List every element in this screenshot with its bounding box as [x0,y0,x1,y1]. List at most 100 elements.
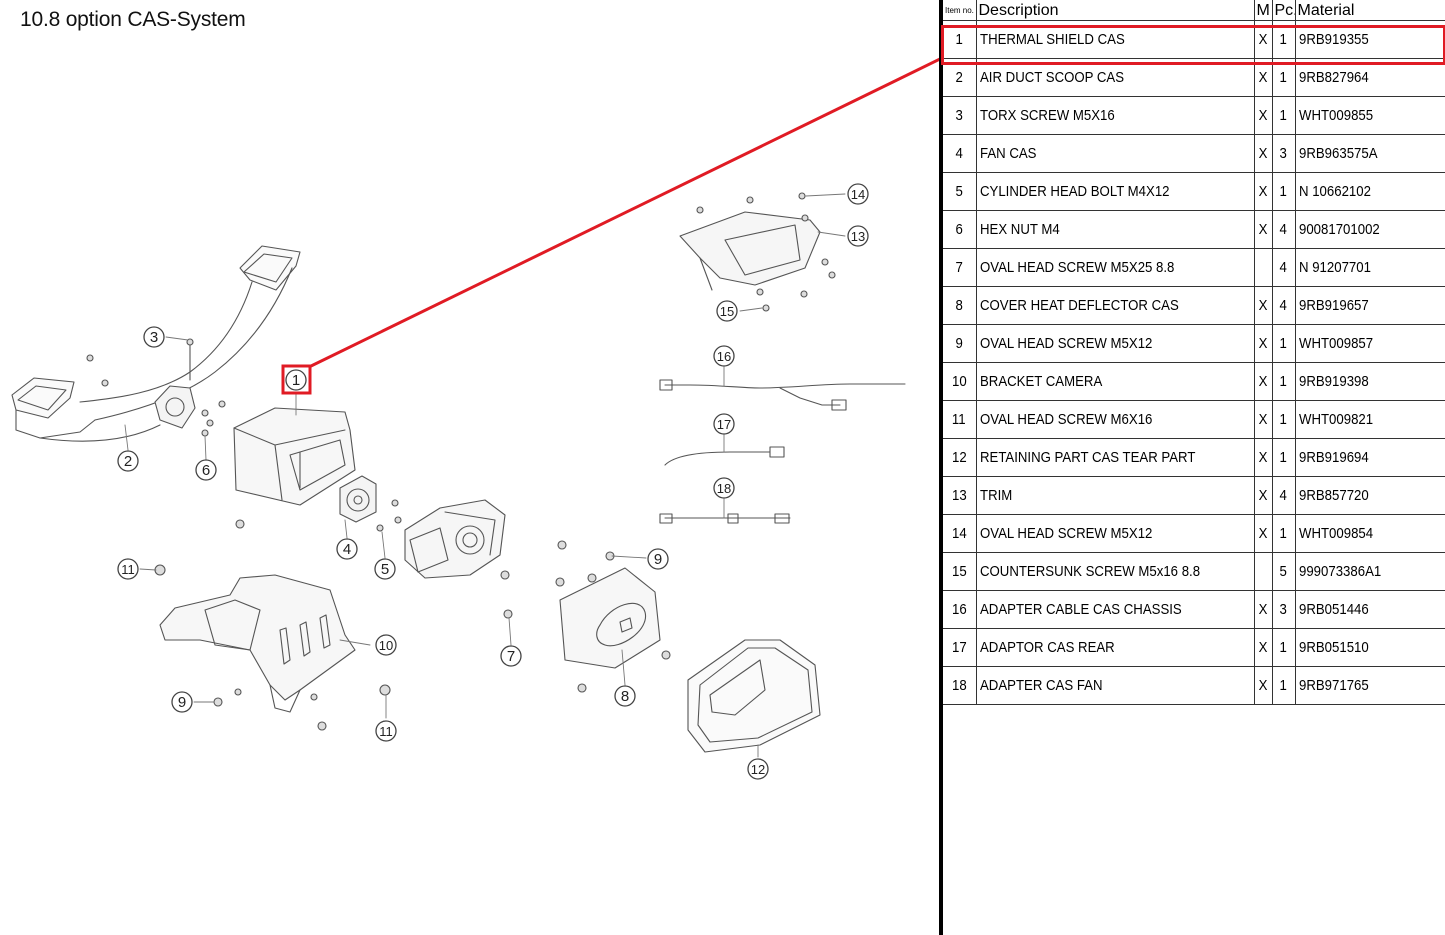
header-item-no: Item no. [943,0,976,21]
heat-deflector-cover-drawing [559,567,661,669]
cell-m: X [1253,514,1272,553]
cell-pc-text: 1 [1279,107,1288,124]
header-description: Description [975,0,1254,21]
svg-text:16: 16 [717,349,731,364]
cell-material: 9RB971765 [1294,666,1445,705]
cell-pc-text: 5 [1279,563,1288,580]
cell-material: 9RB857720 [1294,476,1445,515]
cell-material: 9RB919398 [1294,362,1445,401]
cell-material-text: WHT009855 [1298,107,1373,124]
callout-15: 15 [716,300,738,322]
cell-item-no-text: 6 [955,221,963,238]
header-pc: Pc. [1271,0,1295,21]
cell-material-text: 9RB051446 [1298,601,1369,618]
cell-description: ADAPTOR CAS REAR [975,628,1254,667]
cell-pc: 4 [1271,286,1295,325]
svg-text:12: 12 [751,762,765,777]
panel-divider [939,0,943,935]
cell-material: WHT009821 [1294,400,1445,439]
cell-description-text: OVAL HEAD SCREW M6X16 [979,411,1152,428]
cell-description: ADAPTER CAS FAN [975,666,1254,705]
cell-item-no: 14 [943,514,976,553]
svg-text:8: 8 [621,688,629,705]
cell-pc: 1 [1271,628,1295,667]
callout-17: 17 [713,413,735,435]
cell-pc-text: 3 [1279,601,1288,618]
cell-pc: 1 [1271,324,1295,363]
cell-item-no: 4 [943,134,976,173]
svg-text:14: 14 [851,187,865,202]
cell-material: WHT009857 [1294,324,1445,363]
cell-pc: 1 [1271,58,1295,97]
trim-drawing [679,211,821,291]
cell-pc: 1 [1271,438,1295,477]
cell-m-text: X [1258,69,1268,86]
cell-pc-text: 4 [1279,297,1288,314]
cell-description: OVAL HEAD SCREW M5X12 [975,514,1254,553]
air-duct-scoop-drawing [11,245,301,442]
cell-description-text: OVAL HEAD SCREW M5X25 8.8 [979,259,1174,276]
page-title: 10.8 option CAS-System [20,8,246,31]
cell-pc-text: 1 [1279,31,1288,48]
cell-m-text: X [1258,145,1268,162]
cell-pc-text: 4 [1279,487,1288,504]
callout-18: 18 [713,477,735,499]
cell-pc: 1 [1271,172,1295,211]
callout-12: 12 [747,758,769,780]
cell-m: X [1253,438,1272,477]
cell-item-no: 12 [943,438,976,477]
cell-description-text: AIR DUCT SCOOP CAS [979,69,1124,86]
camera-body-drawing [404,499,506,579]
callout-3: 3 [143,326,165,348]
svg-text:10: 10 [379,638,393,653]
svg-text:5: 5 [381,561,389,578]
cell-item-no-text: 1 [955,31,963,48]
cell-m-text: X [1258,335,1268,352]
cell-pc: 1 [1271,20,1295,59]
thermal-shield-drawing [233,407,356,506]
cell-m-text: X [1258,221,1268,238]
cell-m-text: X [1258,373,1268,390]
cell-item-no-text: 7 [955,259,963,276]
svg-text:9: 9 [654,551,662,568]
header-material: Material [1294,0,1445,21]
cell-pc-text: 1 [1279,183,1288,200]
cell-pc-text: 3 [1279,145,1288,162]
cell-item-no: 9 [943,324,976,363]
cell-description-text: TORX SCREW M5X16 [979,107,1115,124]
svg-text:15: 15 [720,304,734,319]
cell-description: CYLINDER HEAD BOLT M4X12 [975,172,1254,211]
cell-description: FAN CAS [975,134,1254,173]
cell-description-text: BRACKET CAMERA [979,373,1102,390]
cell-item-no-text: 11 [952,411,967,428]
svg-text:9: 9 [178,694,186,711]
cell-pc: 3 [1271,134,1295,173]
cell-m-text: X [1258,487,1268,504]
cell-description-text: OVAL HEAD SCREW M5X12 [979,335,1152,352]
callout-16: 16 [713,345,735,367]
cell-m: X [1253,476,1272,515]
cell-pc: 1 [1271,666,1295,705]
cell-item-no-text: 16 [951,601,967,618]
cell-m: X [1253,172,1272,211]
cell-m: X [1253,628,1272,667]
cell-item-no-text: 13 [951,487,967,504]
